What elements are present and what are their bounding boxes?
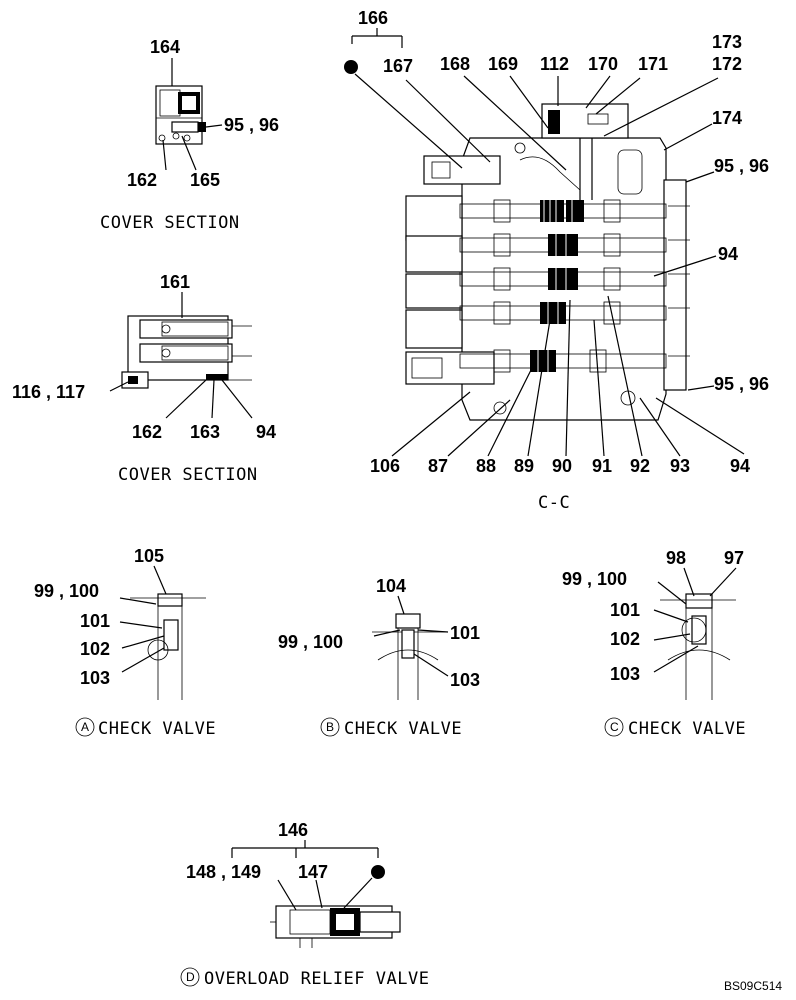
- label-99-100-c: 99 , 100: [562, 569, 627, 589]
- label-94-b: 94: [718, 244, 738, 264]
- caption-check-valve-c: C CHECK VALVE: [604, 717, 746, 739]
- label-104: 104: [376, 576, 406, 596]
- label-162-b: 162: [132, 422, 162, 442]
- label-167: 167: [383, 56, 413, 76]
- caption-letter-a: A: [81, 720, 89, 734]
- label-165: 165: [190, 170, 220, 190]
- label-94-a: 94: [256, 422, 276, 442]
- label-164: 164: [150, 37, 180, 57]
- caption-check-valve-a: A CHECK VALVE: [75, 717, 216, 739]
- label-95-96-a: 95 , 96: [224, 115, 279, 135]
- label-161: 161: [160, 272, 190, 292]
- label-171: 171: [638, 54, 668, 74]
- check-valve-a-drawing: [130, 593, 206, 700]
- control-valve-section-drawing: [405, 103, 690, 421]
- caption-letter-d: D: [186, 970, 195, 984]
- svg-text:CHECK VALVE: CHECK VALVE: [344, 719, 462, 739]
- label-93: 93: [670, 456, 690, 476]
- label-170: 170: [588, 54, 618, 74]
- label-103-a: 103: [80, 668, 110, 688]
- label-101-c: 101: [610, 600, 640, 620]
- caption-letter-b: B: [326, 720, 334, 734]
- label-95-96-b: 95 , 96: [714, 156, 769, 176]
- label-101-a: 101: [80, 611, 110, 631]
- label-112: 112: [540, 54, 569, 74]
- svg-text:CHECK VALVE: CHECK VALVE: [628, 719, 746, 739]
- label-99-100-b: 99 , 100: [278, 632, 343, 652]
- label-172: 172: [712, 54, 742, 74]
- cover-section-2-drawing: [121, 315, 252, 389]
- label-169: 169: [488, 54, 518, 74]
- caption-cover-section-1: COVER SECTION: [100, 213, 240, 233]
- svg-text:CHECK VALVE: CHECK VALVE: [98, 719, 216, 739]
- reference-code: BS09C514: [724, 979, 782, 993]
- label-102-c: 102: [610, 629, 640, 649]
- label-89: 89: [514, 456, 534, 476]
- label-168: 168: [440, 54, 470, 74]
- cover-section-1-drawing: [155, 85, 206, 145]
- label-88: 88: [476, 456, 496, 476]
- caption-letter-c: C: [610, 720, 619, 734]
- label-103-c: 103: [610, 664, 640, 684]
- label-94-c: 94: [730, 456, 750, 476]
- caption-check-valve-b: B CHECK VALVE: [320, 717, 462, 739]
- label-174: 174: [712, 108, 742, 128]
- overload-relief-valve-drawing: [231, 840, 401, 948]
- caption-cover-section-2: COVER SECTION: [118, 465, 258, 485]
- label-91: 91: [592, 456, 612, 476]
- label-163: 163: [190, 422, 220, 442]
- label-90: 90: [552, 456, 572, 476]
- label-162-a: 162: [127, 170, 157, 190]
- label-173: 173: [712, 32, 742, 52]
- label-106: 106: [370, 456, 400, 476]
- label-105: 105: [134, 546, 164, 566]
- label-102-a: 102: [80, 639, 110, 659]
- label-101-b: 101: [450, 623, 480, 643]
- label-166: 166: [358, 8, 388, 28]
- label-146: 146: [278, 820, 308, 840]
- bullet-marker-166: [344, 60, 358, 74]
- label-116-117: 116 , 117: [12, 382, 85, 402]
- label-103-b: 103: [450, 670, 480, 690]
- svg-text:OVERLOAD RELIEF VALVE: OVERLOAD RELIEF VALVE: [204, 969, 429, 989]
- label-98: 98: [666, 548, 686, 568]
- caption-c-c: C-C: [538, 493, 570, 513]
- label-147: 147: [298, 862, 328, 882]
- label-92: 92: [630, 456, 650, 476]
- bullet-marker-146: [371, 865, 385, 879]
- label-148-149: 148 , 149: [186, 862, 261, 882]
- caption-overload-relief-valve: D OVERLOAD RELIEF VALVE: [180, 967, 429, 989]
- label-87: 87: [428, 456, 448, 476]
- check-valve-b-drawing: [372, 613, 446, 700]
- check-valve-c-drawing: [660, 593, 736, 700]
- label-99-100-a: 99 , 100: [34, 581, 99, 601]
- label-97: 97: [724, 548, 744, 568]
- label-95-96-c: 95 , 96: [714, 374, 769, 394]
